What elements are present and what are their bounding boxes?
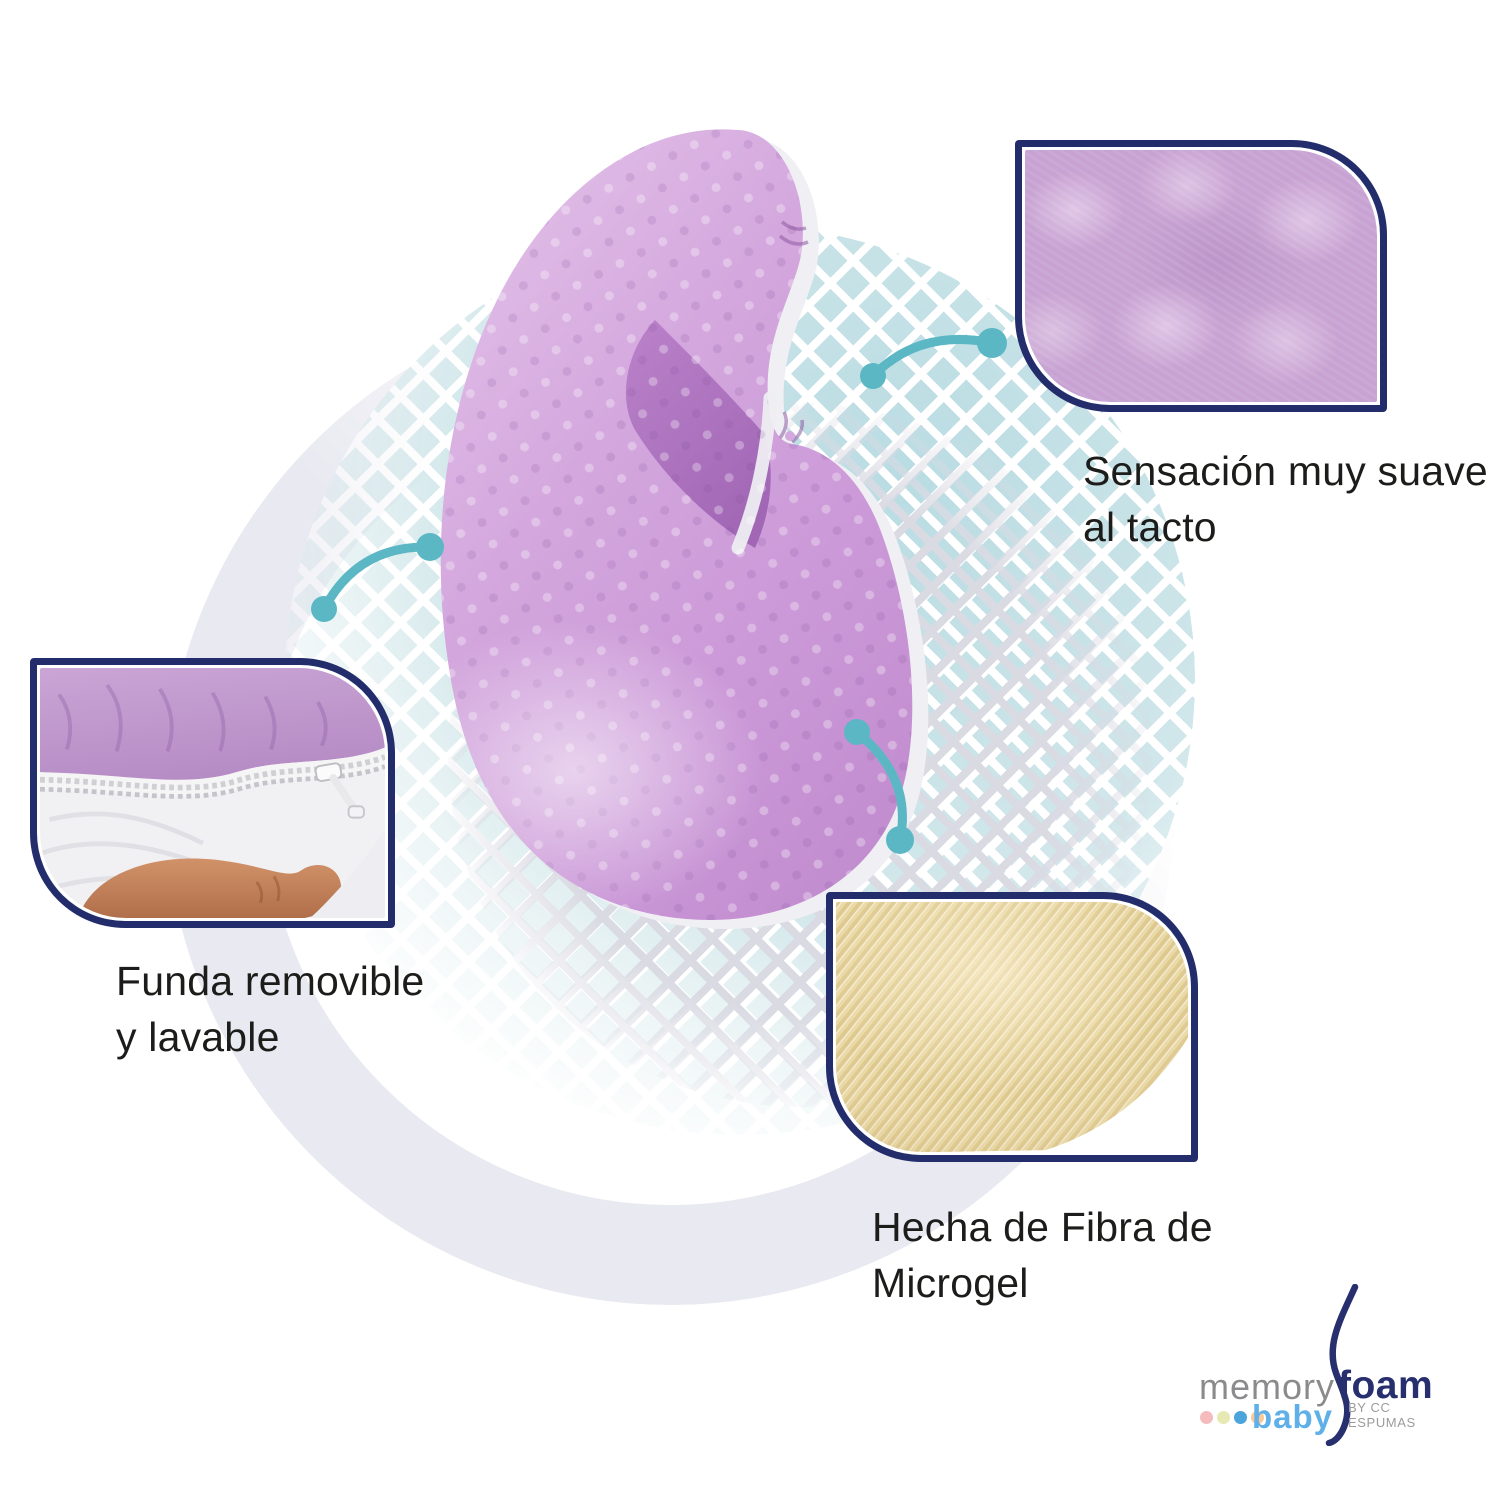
zipper-slider [314, 762, 365, 819]
logo-dot-blue [1234, 1411, 1247, 1424]
logo-swoosh-icon [1325, 1284, 1359, 1446]
connector-cover-arc [319, 542, 435, 614]
caption-soft-texture: Sensación muy suave al tacto [1083, 444, 1488, 556]
logo-baby-text: baby [1252, 1398, 1334, 1435]
logo-memory-text: memory [1199, 1366, 1336, 1407]
minky-texture-photo [1025, 150, 1377, 402]
caption-microgel-fiber: Hecha de Fibra de Microgel [872, 1200, 1213, 1312]
pillow-fabric-tufts [778, 220, 809, 444]
connector-soft-dot-start [860, 363, 886, 389]
connector-soft-dot-end [977, 328, 1007, 358]
caption-fiber-line1: Hecha de Fibra de [872, 1204, 1213, 1250]
logo-dots [1200, 1411, 1264, 1424]
hand-photo [78, 858, 342, 918]
caption-fiber-line2: Microgel [872, 1259, 1029, 1306]
logo-foam-text: foam [1338, 1364, 1434, 1407]
connector-cover-dot-end [416, 533, 444, 561]
logo-dot-peach [1251, 1411, 1264, 1424]
caption-cover-line1: Funda removible [116, 958, 425, 1004]
microgel-fabric-photo [836, 902, 1188, 1152]
caption-cover-line2: y lavable [116, 1013, 280, 1060]
caption-soft-line1: Sensación muy suave [1083, 448, 1488, 494]
callout-soft-texture [1015, 140, 1387, 412]
zipper-cover-photo [40, 668, 385, 918]
pillow-tuft-knot [785, 431, 795, 441]
connector-fiber-dot-start [844, 719, 870, 745]
caption-removable-cover: Funda removible y lavable [116, 954, 424, 1066]
memoryfoam-baby-logo: memory foam BY CC ESPUMAS baby [1190, 1282, 1460, 1452]
logo-dot-lime [1217, 1411, 1230, 1424]
connector-soft-arc [868, 334, 997, 381]
callout-microgel-fiber [826, 892, 1198, 1162]
connector-fiber-arc [852, 727, 907, 845]
connector-fiber-dot-end [886, 826, 914, 854]
caption-soft-line2: al tacto [1083, 503, 1217, 550]
callout-removable-cover [30, 658, 395, 928]
logo-dot-pink [1200, 1411, 1213, 1424]
logo-byline-text: BY CC ESPUMAS [1348, 1400, 1416, 1430]
connector-cover-dot-start [311, 596, 337, 622]
